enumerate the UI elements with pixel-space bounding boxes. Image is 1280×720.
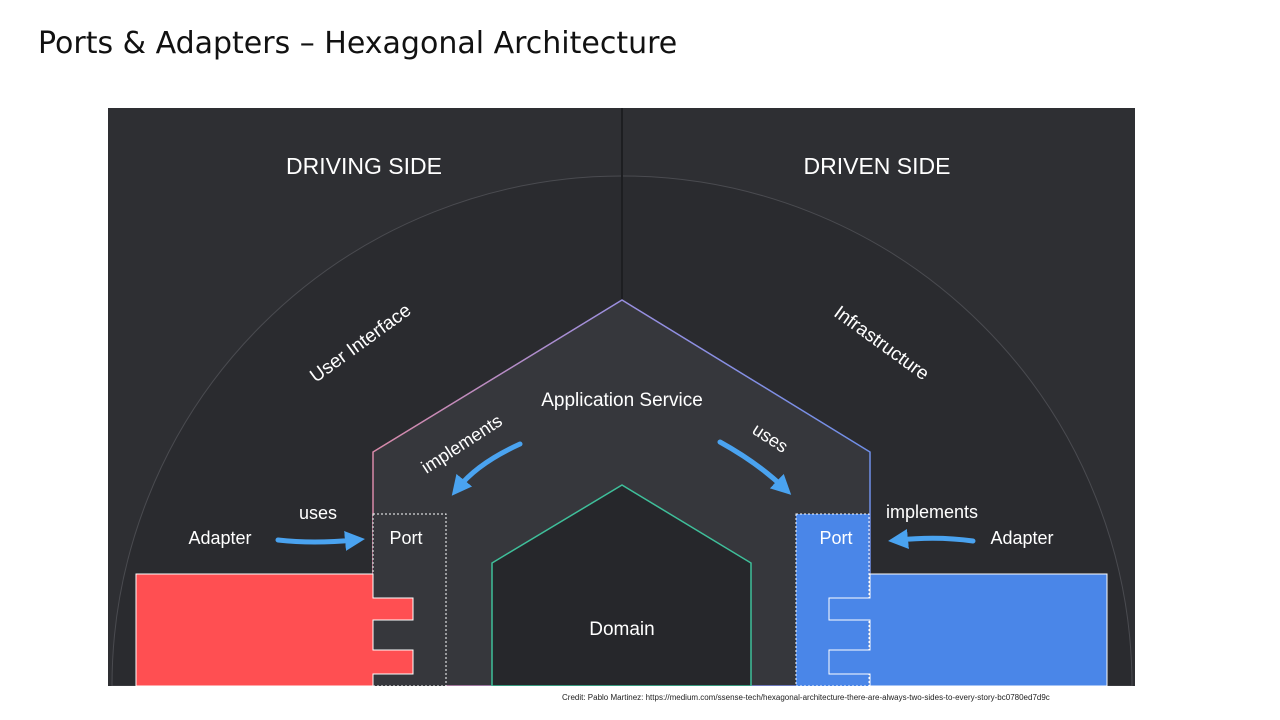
right-uses-arrow: [717, 439, 792, 495]
right-implements-label: implements: [886, 502, 978, 522]
slide-title: Ports & Adapters – Hexagonal Architectur…: [38, 26, 678, 61]
credit-line: Credit: Pablo Martinez: https://medium.c…: [562, 693, 1050, 702]
right-adapter-block[interactable]: [828, 573, 1108, 686]
hexagonal-diagram: DRIVING SIDE DRIVEN SIDE User Interface …: [108, 108, 1135, 686]
left-adapter-block[interactable]: [135, 573, 414, 686]
credit-label: Credit: Pablo Martinez:: [562, 693, 644, 702]
left-implements-arrow: [451, 441, 523, 496]
driving-side-label: DRIVING SIDE: [286, 153, 442, 179]
left-uses-label: uses: [299, 503, 337, 523]
left-adapter-label: Adapter: [188, 528, 251, 548]
credit-url-link[interactable]: https://medium.com/ssense-tech/hexagonal…: [645, 693, 1050, 702]
left-port-label: Port: [389, 528, 422, 548]
driven-side-label: DRIVEN SIDE: [804, 153, 951, 179]
domain-hexagon: [491, 484, 752, 686]
right-adapter-label: Adapter: [990, 528, 1053, 548]
right-implements-arrow: [888, 529, 976, 549]
left-uses-arrow: [275, 530, 365, 551]
application-service-label: Application Service: [541, 390, 703, 411]
right-port-label: Port: [819, 528, 852, 548]
domain-label: Domain: [589, 619, 654, 640]
